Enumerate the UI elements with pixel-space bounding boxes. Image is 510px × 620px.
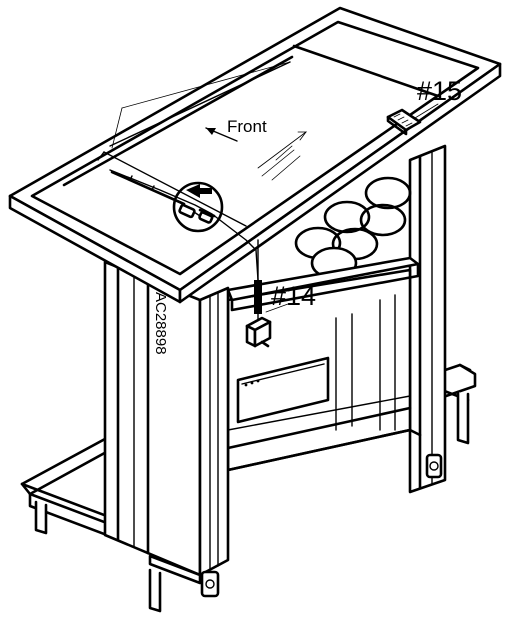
callout-part-15: #15 (417, 76, 462, 106)
detail-magnifier (172, 181, 224, 233)
part-15-control-panel (386, 103, 439, 136)
model-number-label: AC28898 (152, 292, 169, 355)
tabletop (8, 6, 502, 304)
front-label: Front (227, 117, 267, 136)
right-side-panel (408, 144, 447, 494)
feet (34, 390, 470, 613)
middle-shelf (226, 256, 420, 312)
insertion-arrow-icon (186, 184, 212, 198)
left-side-panel (103, 260, 230, 598)
cabinet-interior (226, 268, 422, 472)
front-arrow: Front (205, 117, 308, 181)
callout-part-14: #14 (271, 281, 316, 311)
part-14-power-driver (245, 239, 289, 348)
